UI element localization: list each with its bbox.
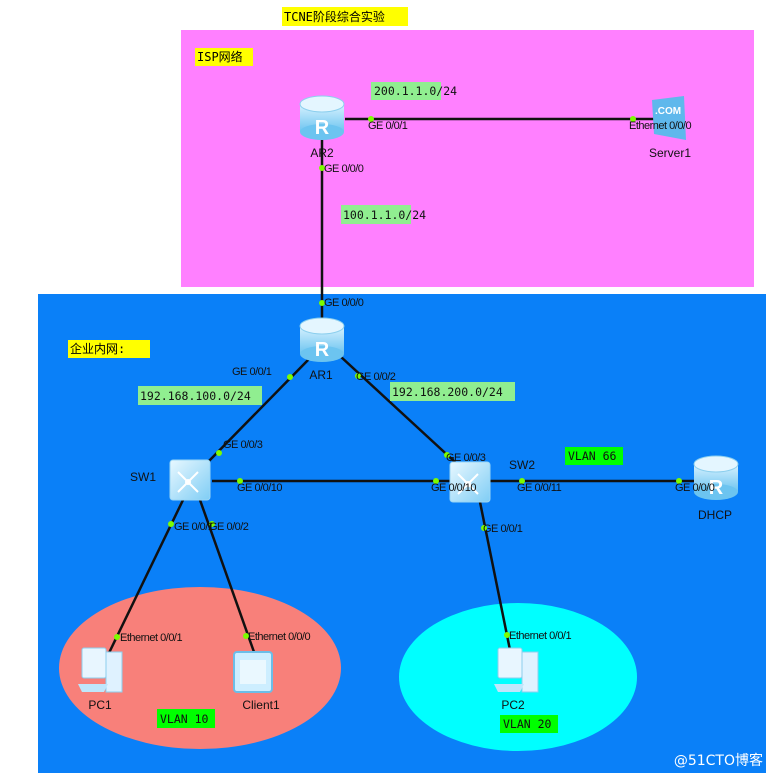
client1-icon[interactable]	[233, 651, 273, 693]
port-label: GE 0/0/1	[174, 521, 214, 533]
device-label-pc2: PC2	[501, 698, 525, 712]
link-sw1-client1	[198, 499, 256, 653]
vlan-label-box	[500, 715, 558, 733]
port-label: GE 0/0/10	[431, 482, 476, 494]
port-label: Ethernet 0/0/1	[120, 632, 182, 644]
port-label: GE 0/0/11	[517, 482, 562, 494]
port-label: GE 0/0/2	[356, 371, 396, 383]
network-label-box	[390, 382, 515, 401]
router-ar1-icon[interactable]	[299, 317, 345, 363]
vlan10-label: VLAN 10	[160, 712, 209, 726]
port-label: GE 0/0/0	[324, 297, 364, 309]
isp-label-box	[195, 48, 253, 66]
pc2-icon[interactable]	[493, 647, 539, 693]
device-label-server1: Server1	[649, 146, 691, 160]
port-label: GE 0/0/1	[232, 366, 272, 378]
title-box	[282, 7, 408, 26]
isp-zone	[181, 30, 754, 287]
enterprise-label-box	[68, 340, 150, 358]
link-ar1-sw1	[207, 357, 311, 463]
network-label-192-200: 192.168.200.0/24	[392, 385, 503, 399]
switch-sw1-icon[interactable]	[169, 459, 211, 501]
port-label: GE 0/0/3	[446, 452, 486, 464]
port-label: Ethernet 0/0/0	[248, 631, 310, 643]
vlan10-zone	[59, 587, 341, 749]
port-label: GE 0/0/3	[223, 439, 263, 451]
server1-icon[interactable]: .COM	[652, 96, 686, 140]
port-label: GE 0/0/1	[368, 120, 408, 132]
vlan-label-box	[565, 447, 623, 465]
vlan66-label: VLAN 66	[568, 449, 617, 463]
device-label-ar2: AR2	[310, 146, 334, 160]
port-label: Ethernet 0/0/0	[629, 120, 691, 132]
router-ar2-icon[interactable]	[299, 95, 345, 141]
pc1-icon[interactable]	[77, 647, 123, 693]
diagram-title: TCNE阶段综合实验	[284, 9, 385, 24]
port-label: GE 0/0/10	[237, 482, 282, 494]
network-label-200: 200.1.1.0/24	[374, 84, 457, 98]
enterprise-label: 企业内网:	[70, 341, 125, 356]
network-label-192-100: 192.168.100.0/24	[140, 389, 251, 403]
port-label: Ethernet 0/0/1	[509, 630, 571, 642]
svg-text:.COM: .COM	[655, 106, 681, 117]
device-label-client1: Client1	[242, 698, 280, 712]
port-label: GE 0/0/1	[483, 523, 523, 535]
device-label-sw2: SW2	[509, 458, 535, 472]
vlan20-label: VLAN 20	[503, 717, 552, 731]
port-label: GE 0/0/0	[324, 163, 364, 175]
device-label-pc1: PC1	[88, 698, 112, 712]
device-label-sw1: SW1	[130, 470, 156, 484]
network-label-box	[341, 205, 411, 224]
device-label-ar1: AR1	[309, 368, 333, 382]
device-label-dhcp: DHCP	[698, 508, 732, 522]
port-label: GE 0/0/0	[675, 482, 715, 494]
network-label-100: 100.1.1.0/24	[343, 208, 426, 222]
port-label: GE 0/0/2	[209, 521, 249, 533]
isp-label: ISP网络	[197, 49, 243, 64]
watermark: @51CTO博客	[674, 752, 763, 769]
network-label-box	[371, 82, 441, 100]
port-dots	[114, 116, 682, 640]
vlan-label-box	[157, 709, 215, 728]
network-label-box	[138, 386, 262, 405]
